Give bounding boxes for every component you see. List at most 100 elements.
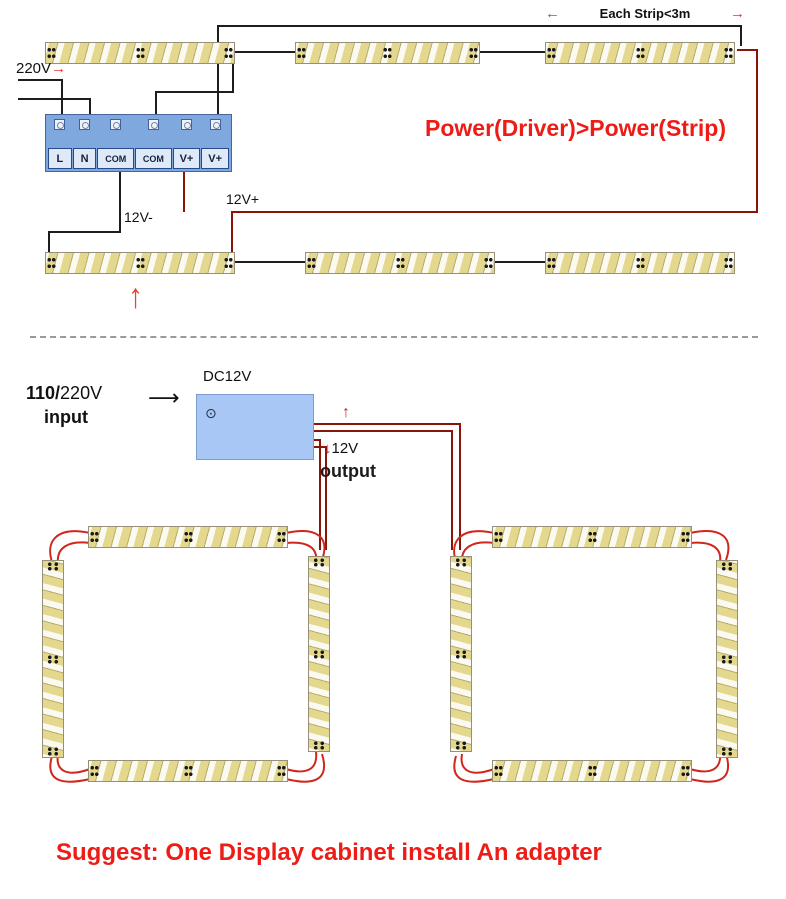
- strip-connector: [46, 562, 60, 571]
- wire-corner: [689, 541, 722, 563]
- strip-connector: [135, 256, 145, 270]
- terminal-vplus-4: V+: [172, 118, 201, 169]
- terminal-screw-icon: [180, 119, 192, 130]
- led-strip: [88, 760, 288, 782]
- strip-connector: [724, 256, 733, 270]
- wire-strip1-return: [155, 60, 234, 116]
- terminal-screw-icon: [209, 119, 221, 130]
- input-voltage-rest: 220V: [60, 383, 103, 403]
- led-strip: [492, 760, 692, 782]
- wire-adapter-out-2: [314, 430, 453, 550]
- output-word-label: output: [320, 461, 376, 481]
- arrow-right-icon: →: [51, 60, 67, 77]
- strip-connector: [454, 741, 468, 750]
- v12-label: 12V: [331, 440, 359, 457]
- led-strip: [492, 526, 692, 548]
- led-strip: [45, 42, 235, 64]
- wire-adapter-out-1: [314, 423, 461, 550]
- each-strip-label: Each Strip<3m: [599, 6, 691, 22]
- wire-corner: [49, 755, 91, 783]
- strip-connector: [494, 764, 503, 778]
- strip-connector: [454, 649, 468, 659]
- wire-mains-neutral: [18, 98, 91, 116]
- input-voltage-bold: 110/: [26, 383, 61, 403]
- strip-connector: [46, 654, 60, 664]
- terminal-label: V+: [172, 148, 201, 169]
- strip-connector: [494, 530, 503, 544]
- terminal-l-0: L: [48, 118, 72, 169]
- strip-connector: [635, 46, 645, 60]
- strip-connector: [720, 747, 734, 756]
- wire-corner: [453, 755, 495, 783]
- strip-connector: [46, 747, 60, 756]
- terminal-label: COM: [135, 148, 172, 169]
- led-strip: [450, 556, 472, 752]
- wire-vplus-top-feed: [217, 25, 742, 116]
- led-strip: [42, 560, 64, 758]
- strip-connector: [307, 256, 316, 270]
- terminal-screw-icon: [79, 119, 91, 130]
- strip-connector: [297, 46, 306, 60]
- power-adapter: ⊙: [196, 394, 314, 460]
- strip-connector: [547, 256, 556, 270]
- wire-corner: [285, 530, 326, 561]
- strip-connector: [469, 46, 478, 60]
- terminal-label: L: [48, 148, 72, 169]
- strip-connector: [183, 530, 193, 544]
- section-divider: [30, 336, 758, 338]
- terminal-screw-icon: [147, 119, 159, 130]
- terminal-com-2: COM: [97, 118, 135, 169]
- led-strip: [716, 560, 738, 758]
- terminal-com-3: COM: [135, 118, 172, 169]
- strip-connector: [90, 764, 99, 778]
- suggestion-note: Suggest: One Display cabinet install An …: [56, 839, 602, 866]
- strip-connector: [587, 530, 597, 544]
- terminal-label: N: [72, 148, 97, 169]
- strip-connector: [395, 256, 405, 270]
- terminal-label: V+: [201, 148, 229, 169]
- strip-connector: [47, 256, 56, 270]
- strip-connector: [47, 46, 56, 60]
- wire-12v-plus-bus: [231, 49, 758, 256]
- strip-connector: [383, 46, 392, 60]
- wire-corner: [689, 530, 730, 561]
- strip-connector: [183, 764, 193, 778]
- strip-connector: [224, 46, 233, 60]
- strip-connector: [312, 649, 326, 659]
- mains-label: 220V: [16, 60, 52, 77]
- led-strip: [45, 252, 235, 274]
- led-strip: [305, 252, 495, 274]
- strip-connector: [587, 764, 597, 778]
- arrow-up-icon: ↑: [128, 277, 143, 316]
- led-strip: [295, 42, 480, 64]
- terminal-screw-icon: [110, 119, 122, 130]
- wire-adapter-out-3: [314, 439, 321, 550]
- strip-connector: [312, 741, 326, 750]
- strip-connector: [635, 256, 645, 270]
- power-note: Power(Driver)>Power(Strip): [425, 115, 726, 141]
- terminal-label: COM: [97, 148, 135, 169]
- v12-minus-label: 12V-: [124, 209, 153, 225]
- input-word-label: input: [44, 407, 88, 427]
- wire-corner: [49, 530, 91, 563]
- mains-voltage-label: 220V→: [16, 60, 67, 78]
- strip-connector: [547, 46, 556, 60]
- arrow-down-icon: ↓: [324, 440, 332, 457]
- power-inlet-icon: ⊙: [205, 405, 217, 421]
- led-strip: [545, 252, 735, 274]
- arrow-left-icon: ←: [545, 5, 560, 22]
- led-strip: [545, 42, 735, 64]
- strip-connector: [135, 46, 145, 60]
- wire-corner: [56, 753, 91, 774]
- output-arrow-up-icon: ↑: [342, 404, 350, 421]
- output-voltage-label: ↓12V: [324, 440, 359, 458]
- dc12v-label: DC12V: [203, 368, 252, 385]
- terminal-n-1: N: [72, 118, 97, 169]
- strip-connector: [484, 256, 493, 270]
- led-strip: [308, 556, 330, 752]
- terminal-screw-icon: [54, 119, 66, 130]
- strip-connector: [720, 654, 734, 664]
- wire-corner: [285, 753, 325, 783]
